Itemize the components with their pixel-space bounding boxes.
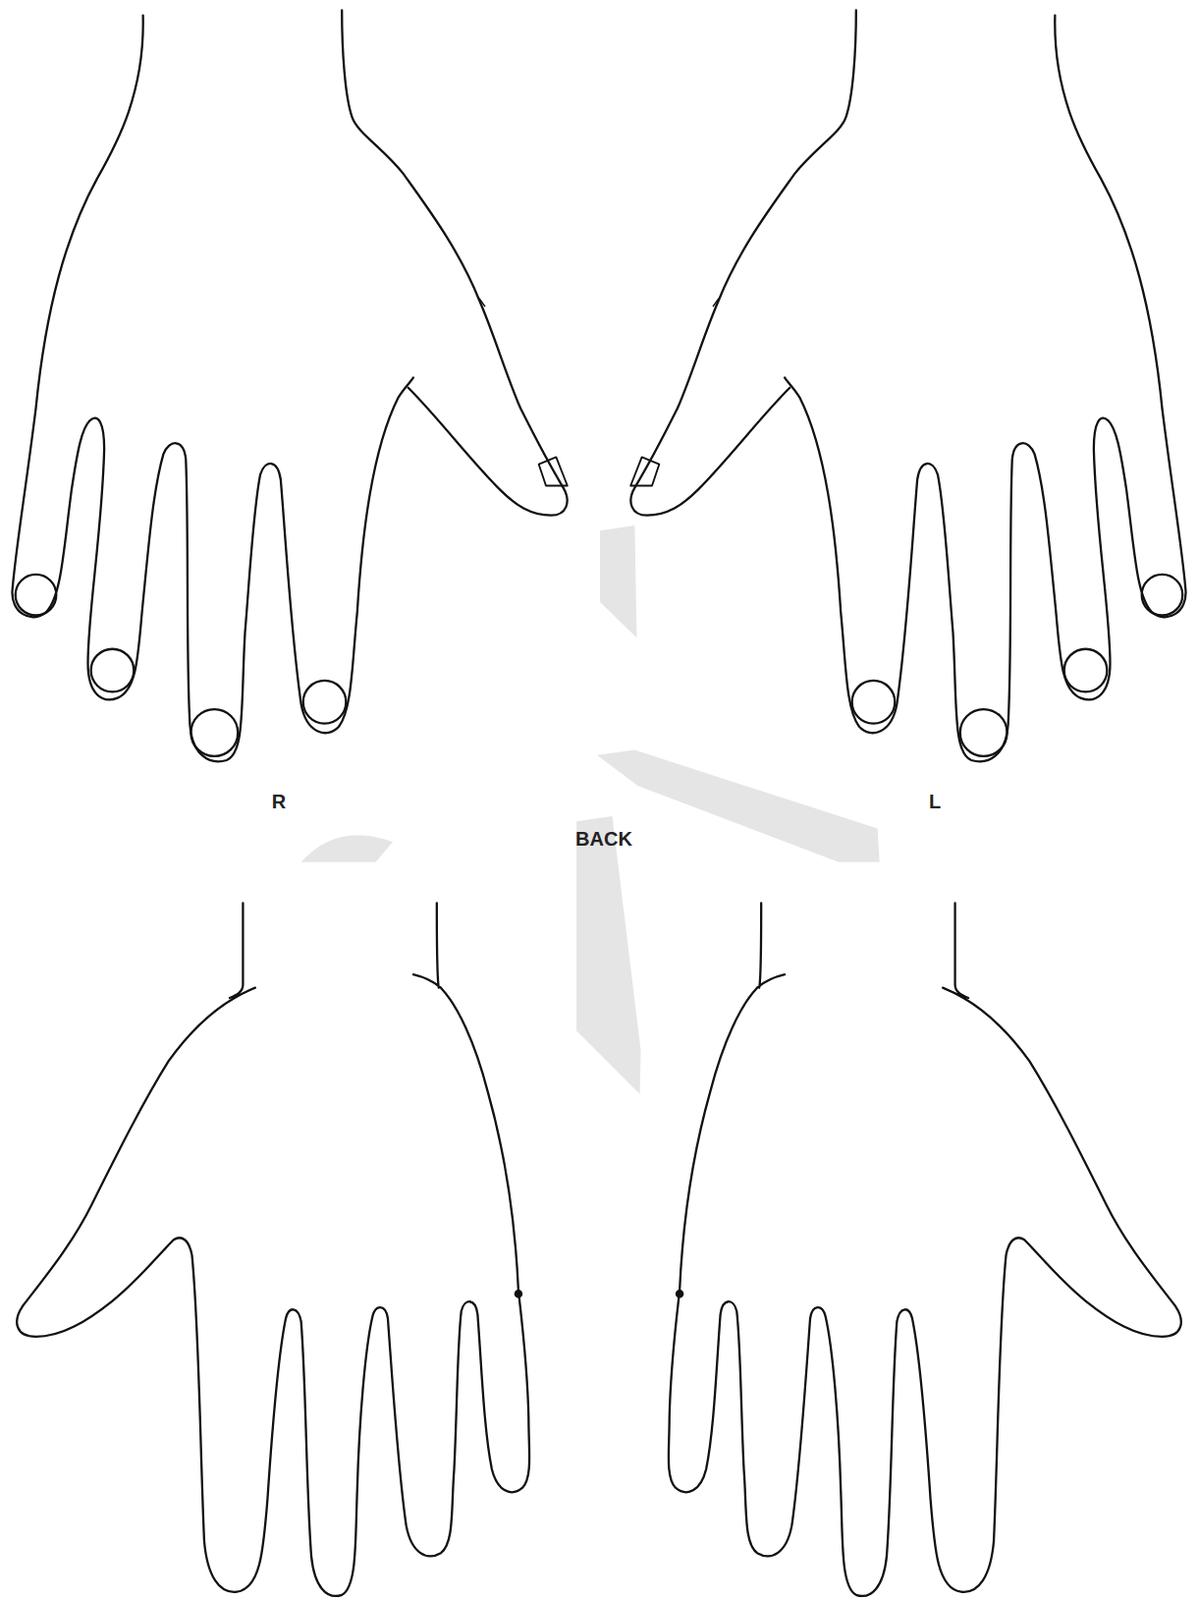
view-label: BACK: [575, 827, 633, 851]
right-palm: [16, 902, 530, 1595]
left-palm: [668, 902, 1182, 1595]
right-hand-back: [11, 9, 567, 762]
side-label: R: [272, 790, 286, 814]
side-label: L: [928, 790, 941, 814]
left-hand-back: [630, 9, 1186, 762]
watermark: [301, 525, 880, 1094]
